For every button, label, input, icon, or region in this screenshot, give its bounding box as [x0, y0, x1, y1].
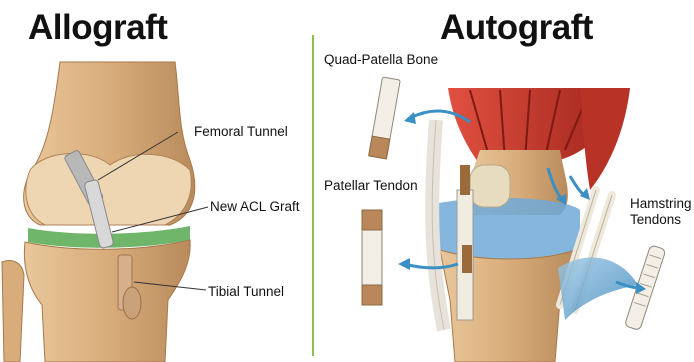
- label-patellar-tendon: Patellar Tendon: [324, 178, 418, 194]
- label-tibial-tunnel: Tibial Tunnel: [208, 284, 284, 300]
- arrow-patellar-tendon-head: [398, 258, 410, 270]
- joint-cartilage: [430, 198, 580, 259]
- allograft-knee-illustration: [2, 62, 208, 362]
- autograft-knee-illustration: [362, 77, 666, 362]
- fibula-bone: [2, 261, 24, 362]
- hamstring-harvest-fan: [558, 257, 638, 320]
- allograft-title: Allograft: [28, 10, 167, 45]
- femoral-condyle: [26, 154, 191, 225]
- arrow-quad-patella-head: [404, 112, 416, 124]
- patellar-tendon-plug: [460, 165, 470, 195]
- tibial-tunnel-opening: [123, 287, 141, 319]
- label-hamstring-tendons: Hamstring Tendons: [630, 196, 694, 227]
- label-femoral-tunnel: Femoral Tunnel: [194, 124, 288, 140]
- autograft-title: Autograft: [440, 10, 593, 45]
- quad-patella-graft-piece: [369, 77, 401, 159]
- hamstring-muscle: [580, 88, 630, 190]
- tibia-bone: [24, 240, 190, 362]
- label-quad-patella-bone: Quad-Patella Bone: [324, 52, 438, 68]
- label-new-acl-graft: New ACL Graft: [210, 199, 300, 215]
- patellar-tendon-graft-piece: [362, 210, 382, 305]
- label-hamstring-line2: Tendons: [630, 212, 694, 228]
- label-hamstring-line1: Hamstring: [630, 196, 694, 212]
- patella: [470, 165, 510, 207]
- tibial-plug: [462, 245, 472, 273]
